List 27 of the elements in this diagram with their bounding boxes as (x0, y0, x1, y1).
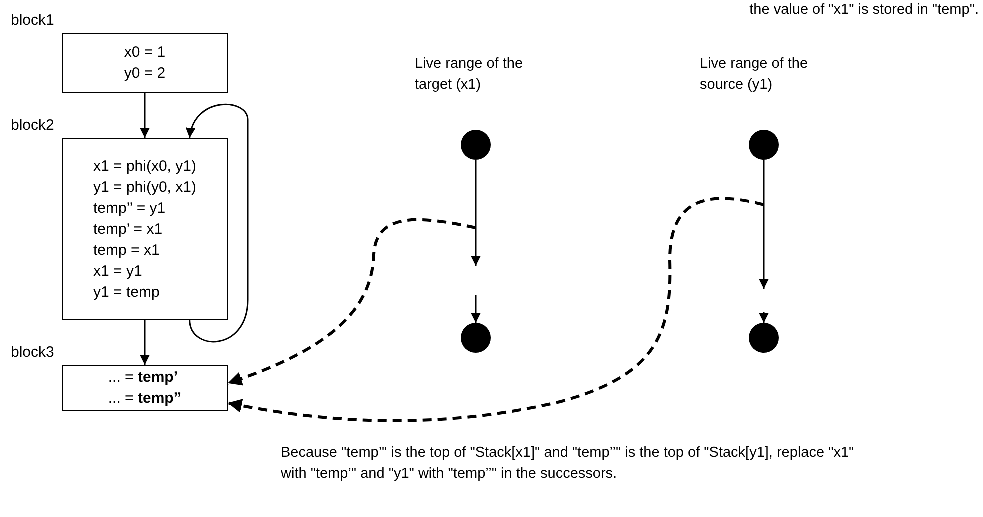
code-line: x1 = y1 (94, 262, 142, 282)
code-line: temp = x1 (94, 240, 160, 260)
code-line: ... = temp’’ (108, 389, 182, 409)
annotation-text: Live range of the target (x1) (415, 55, 524, 95)
note-text: Because "temp’" is the top of "Stack[x1]" and "temp’’" is the top of "Stack[y1], replace "x1" with "temp’" and "y1" with "temp’’" in the successors. (281, 444, 856, 484)
dashed-arrow (228, 197, 764, 422)
arrow (471, 160, 481, 266)
arrow (471, 295, 481, 323)
annotation-text: the value of "x1" is stored in "temp". (748, 1, 979, 20)
code-line: ... = temp’ (108, 368, 178, 388)
code-line: x0 = 1 (124, 43, 166, 63)
arrow (759, 312, 769, 323)
arrow (759, 160, 769, 289)
code-line: x1 = phi(x0, y1) (94, 156, 196, 176)
dashed-arrow (228, 218, 476, 386)
code-line: y1 = phi(y0, x1) (94, 178, 196, 198)
code-line: temp’ = x1 (94, 220, 163, 240)
arrow (140, 93, 150, 138)
arrow (186, 104, 249, 343)
code-line: temp’’ = y1 (94, 198, 166, 218)
block-name: block3 (11, 343, 54, 363)
arrow (140, 320, 150, 365)
annotation-text: Live range of the source (y1) (700, 55, 810, 95)
code-line: y0 = 2 (124, 64, 166, 84)
block-name: block2 (11, 116, 54, 136)
block-name: block1 (11, 11, 54, 31)
code-line: y1 = temp (94, 282, 160, 302)
